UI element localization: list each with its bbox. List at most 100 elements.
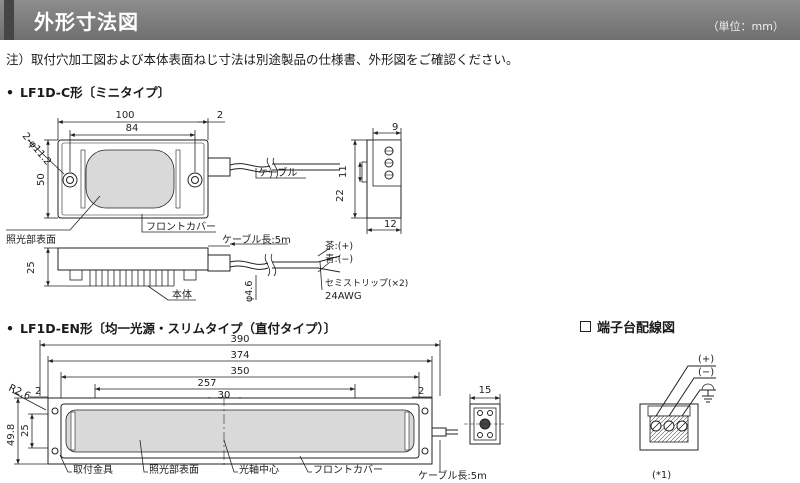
terminal-footnote: (*1): [652, 470, 671, 481]
cable-leader: [255, 168, 306, 179]
bottom-gland: [207, 254, 231, 272]
label-awg: 24AWG: [325, 291, 362, 302]
label-optical-axis: 光軸中心: [239, 463, 279, 476]
side-tab: [361, 161, 368, 183]
lf1d-c-hole-left-inner: [66, 176, 74, 184]
en-emitting-leader: [139, 439, 148, 473]
terminal-wiring-title: 端子台配線図: [580, 317, 675, 336]
label-cable: ケーブル: [258, 166, 297, 179]
dim-49.8: 49.8: [6, 424, 17, 446]
bottom-cable-b: [229, 265, 269, 270]
dim-100: 100: [115, 110, 134, 121]
en-cable-gland: [432, 427, 447, 437]
brown-wire: [272, 255, 341, 263]
section-title-text: LF1D-EN形〔均一光源・スリムタイプ（直付タイプ）〕: [20, 321, 337, 336]
en-hole-top-left-icon: [51, 407, 59, 415]
en-front-cover-leader: [299, 455, 312, 473]
dim-15: 15: [479, 385, 492, 396]
lf1d-c-side-dimension-lines: [351, 128, 402, 234]
front-cover-leader: [141, 214, 216, 233]
lf1d-c-break-mark-a: [266, 157, 273, 179]
label-blue-minus: 青:(−): [325, 253, 353, 265]
label-en-cable-length: ケーブル長:5m: [418, 469, 487, 482]
dim-350: 350: [230, 366, 249, 377]
screw-slot-b: [665, 422, 673, 430]
dim-2-left: 2: [35, 386, 41, 397]
bottom-body: [57, 247, 209, 271]
bottom-break-b: [270, 253, 277, 277]
lf1d-c-hole-right-inner: [191, 176, 199, 184]
bullet: •: [6, 321, 14, 336]
header-accent-bar: [4, 0, 14, 40]
dim-cable-diameter: φ4.6: [244, 281, 255, 302]
dim-390: 390: [230, 334, 249, 345]
en-side-screw-1-icon: [477, 410, 483, 416]
lf1d-c-slot-right: [175, 149, 181, 209]
lf1d-c-inner-outline: [61, 142, 205, 216]
terminal-title-text: 端子台配線図: [597, 321, 676, 336]
terminal-wiring-diagram: [639, 365, 716, 451]
bottom-fins: [89, 270, 175, 287]
lf1d-c-cable-tail: [272, 163, 340, 171]
en-side-screw-3-icon: [477, 432, 483, 438]
lf1d-c-hole-left-icon: [62, 172, 78, 188]
blue-wire: [272, 267, 341, 273]
lf1d-c-hole-right-icon: [187, 172, 203, 188]
dim-50: 50: [36, 173, 47, 186]
dim-2-right: 2: [418, 386, 424, 397]
foot-right: [183, 269, 197, 281]
radius-leader: [11, 391, 47, 411]
en-cable: [446, 429, 458, 435]
side-dim-22-text: 22: [335, 189, 346, 202]
screw-slot-c: [678, 422, 686, 430]
bottom-cable-a: [229, 260, 269, 265]
lf1d-c-emitting-window: [85, 149, 175, 209]
label-mounting-bracket: 取付金具: [73, 463, 113, 476]
dim-374: 374: [230, 350, 249, 361]
en-slot-left: [70, 411, 76, 451]
en-hole-bottom-left-icon: [51, 447, 59, 455]
lf1d-en-dimension-lines: [11, 340, 441, 465]
dim-84: 84: [126, 123, 139, 134]
en-hole-bottom-right-icon: [421, 447, 429, 455]
section-title-lf1d-c: • LF1D-C形〔ミニタイプ〕: [6, 82, 170, 101]
screw-slot-a: [652, 422, 660, 430]
wire-minus: [668, 377, 716, 417]
lf1d-c-side-view: [361, 139, 402, 219]
lf1d-c-cable: [229, 163, 271, 168]
bottom-break-a: [264, 253, 271, 277]
lf1d-c-bottom-dimension-lines: [44, 242, 331, 301]
bracket-leader: [59, 454, 72, 473]
fins: [89, 270, 175, 286]
terminal-minus-label: (−): [698, 367, 714, 378]
dim-25: 25: [26, 261, 37, 274]
lf1d-c-bottom-view: [57, 247, 341, 287]
label-brown-plus: 茶:(+): [325, 240, 353, 252]
page-header: 外形寸法図 （単位：mm）: [0, 0, 800, 40]
dim-2: 2: [217, 110, 223, 121]
checkbox-glyph-icon: [580, 321, 591, 332]
side-dim-9-text: 9: [392, 122, 398, 133]
en-emitting-window: [65, 409, 415, 453]
lf1d-en-side-view: [464, 403, 506, 445]
section-title-lf1d-en: • LF1D-EN形〔均一光源・スリムタイプ（直付タイプ）〕: [6, 318, 336, 337]
wire-leaders: [317, 247, 331, 291]
label-body: 本体: [172, 288, 192, 301]
bullet: •: [6, 85, 14, 100]
label-semi-strip: セミストリップ(×2): [325, 278, 408, 289]
lf1d-en-front-view: [47, 396, 458, 468]
label-en-front-cover: フロントカバー: [313, 464, 383, 476]
terminal-plus-label: (+): [698, 354, 714, 365]
lf1d-c-front-view: [57, 139, 340, 219]
en-side-screw-4-icon: [487, 432, 493, 438]
section-title-text: LF1D-C形〔ミニタイプ〕: [20, 85, 171, 100]
lf1d-c-dimension-lines: [6, 118, 306, 233]
label-en-emitting-surface: 照光部表面: [149, 463, 199, 476]
side-dim-12-text: 12: [384, 219, 397, 230]
optical-axis-leader: [223, 439, 238, 473]
wire-ground: [681, 389, 716, 417]
lf1d-c-cable-lower: [229, 168, 271, 173]
ground-arc: [701, 383, 715, 391]
hole-leader: [27, 139, 65, 175]
